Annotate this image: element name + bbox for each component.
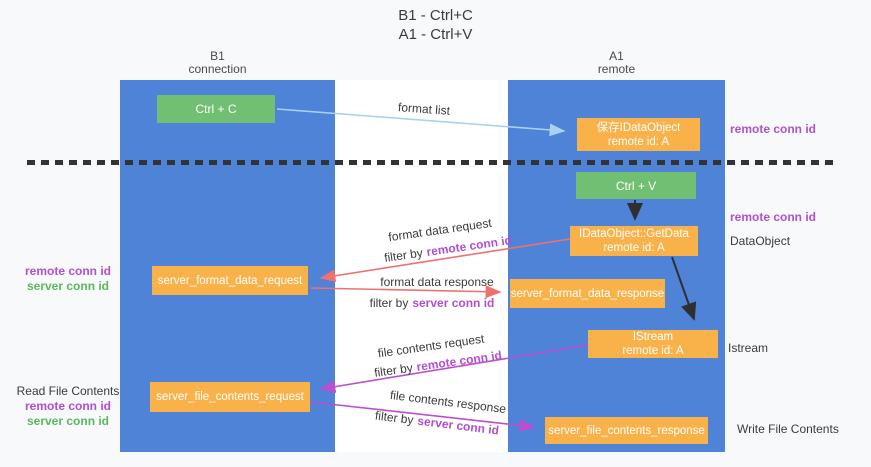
- edge-label-format-data-response: format data response: [380, 275, 494, 289]
- node-ctrl-v: Ctrl + V: [576, 172, 696, 199]
- column-b1-role: connection: [188, 62, 247, 76]
- column-header-a1: A1 remote: [508, 50, 725, 76]
- right-label-istream: Istream: [728, 341, 769, 355]
- left-label-remote-conn-id-2: remote conn id: [24, 399, 111, 413]
- node-file-req-label: server_file_contents_request: [156, 391, 304, 403]
- node-save-line2: remote id: A: [607, 135, 670, 148]
- node-server-file-contents-response: server_file_contents_response: [545, 417, 708, 444]
- node-format-resp-label: server_format_data_response: [510, 287, 665, 300]
- left-label-stack-1: remote conn id server conn id: [16, 264, 120, 294]
- left-label-remote-conn-id-1: remote conn id: [24, 264, 111, 278]
- dashed-separator: [27, 160, 833, 165]
- node-file-resp-label: server_file_contents_response: [548, 424, 705, 437]
- left-label-stack-2: Read File Contents remote conn id server…: [16, 384, 120, 429]
- node-istream-line2: remote id: A: [622, 345, 684, 357]
- left-label-server-conn-id-2: server conn id: [26, 414, 110, 428]
- node-save-line1: 保存IDataObject: [596, 121, 681, 134]
- node-ctrl-v-label: Ctrl + V: [615, 178, 657, 193]
- node-getdata-line2: remote id: A: [603, 242, 665, 254]
- server-conn-id-text: server conn id: [412, 296, 495, 310]
- node-getdata-line1: IDataObject::GetData: [579, 228, 689, 240]
- node-server-file-contents-request: server_file_contents_request: [150, 382, 310, 412]
- column-a1-role: remote: [597, 62, 636, 76]
- title-line-2: A1 - Ctrl+V: [398, 26, 473, 43]
- right-label-dataobject: DataObject: [730, 234, 791, 248]
- right-label-remote-conn-id-2: remote conn id: [730, 210, 817, 224]
- diagram-title: B1 - Ctrl+C A1 - Ctrl+V: [0, 6, 871, 44]
- node-istream-line1: IStream: [632, 331, 674, 343]
- filter-by-text: filter by: [369, 296, 409, 310]
- node-idataobject-getdata: IDataObject::GetData remote id: A: [570, 226, 698, 256]
- left-label-server-conn-id-1: server conn id: [26, 279, 110, 293]
- node-ctrl-c: Ctrl + C: [157, 95, 275, 123]
- left-label-read-file-contents: Read File Contents: [16, 384, 120, 398]
- right-label-write-file-contents: Write File Contents: [737, 422, 839, 436]
- node-format-req-label: server_format_data_request: [157, 274, 303, 287]
- title-line-1: B1 - Ctrl+C: [398, 7, 473, 24]
- node-istream: IStream remote id: A: [588, 330, 718, 358]
- column-header-b1: B1 connection: [110, 50, 325, 76]
- node-ctrl-c-label: Ctrl + C: [195, 102, 237, 116]
- node-server-format-data-response: server_format_data_response: [510, 279, 665, 308]
- column-b1-name: B1: [210, 49, 225, 63]
- node-server-format-data-request: server_format_data_request: [152, 266, 308, 295]
- node-save-idataobject: 保存IDataObject remote id: A: [577, 118, 700, 151]
- right-label-remote-conn-id-1: remote conn id: [730, 122, 817, 136]
- column-a1-name: A1: [609, 49, 624, 63]
